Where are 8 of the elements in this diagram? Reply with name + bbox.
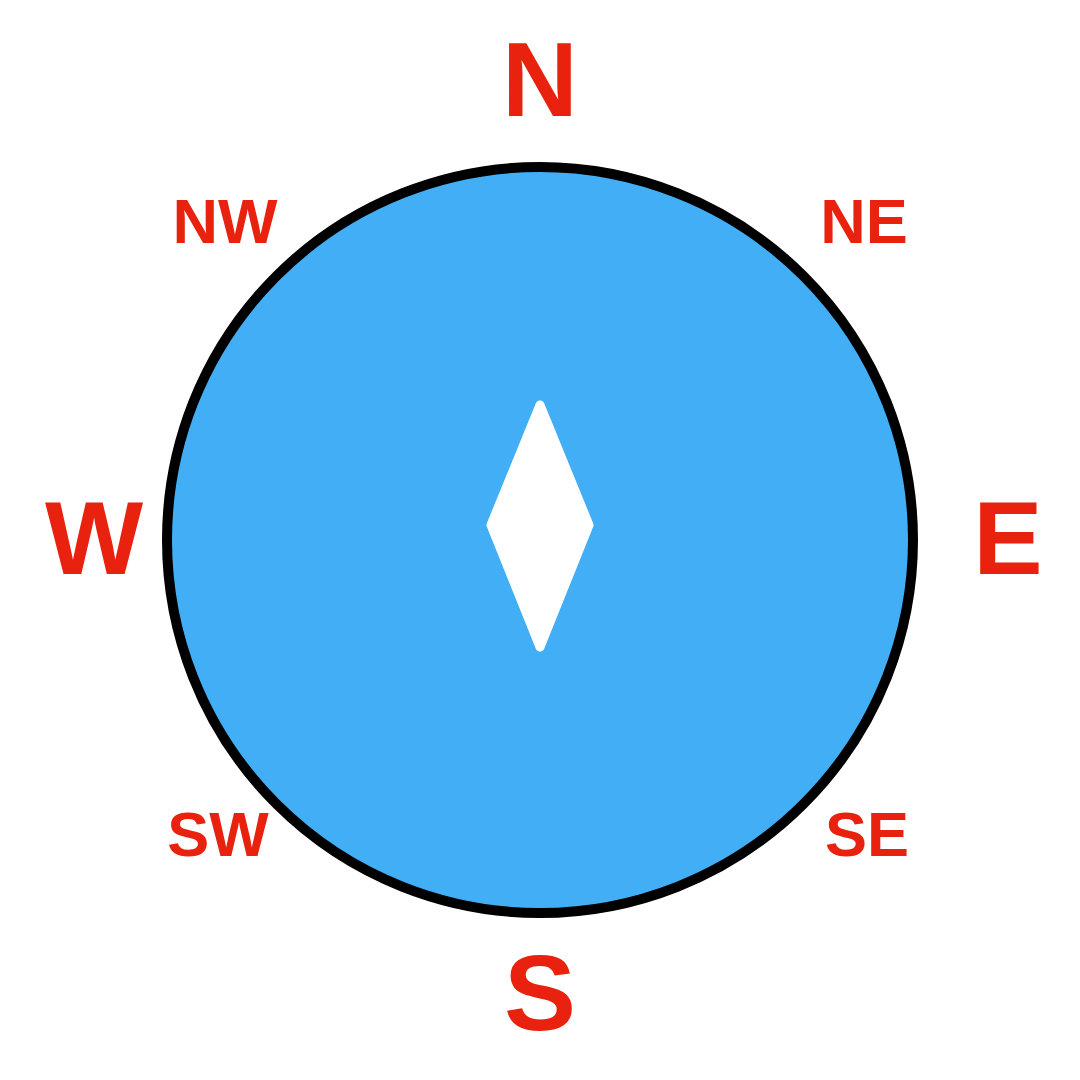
direction-label: SW	[167, 811, 269, 859]
direction-label: S	[504, 951, 576, 1033]
direction-label: W	[44, 499, 144, 577]
direction-label: E	[973, 499, 1043, 577]
direction-label: N	[502, 40, 578, 120]
direction-label: NW	[172, 198, 278, 246]
direction-label: SE	[825, 811, 909, 859]
direction-label: NE	[820, 198, 908, 246]
